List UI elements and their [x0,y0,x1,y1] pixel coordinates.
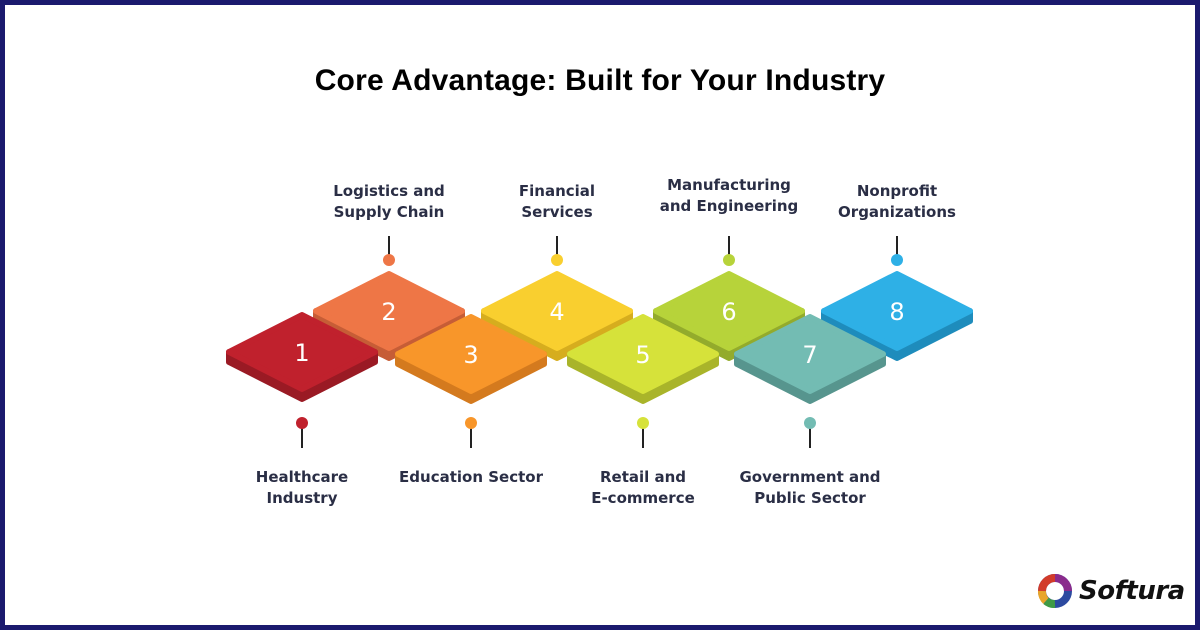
step-label-line1: Healthcare [255,468,349,486]
step-label-line1: Nonprofit [856,182,938,200]
step-label-3: Education Sector [381,467,561,488]
step-pin-5 [637,417,649,448]
step-pin-1 [296,417,308,448]
step-label-line1: Financial [518,182,596,200]
step-pin-8 [891,236,903,266]
step-pin-4 [551,236,563,266]
step-tile-3: 3 [395,314,547,404]
step-tile-1: 1 [226,312,378,402]
step-number: 3 [463,341,478,369]
step-label-line1: Education Sector [399,468,543,486]
step-number: 1 [294,339,309,367]
step-label-line2: Supply Chain [333,203,445,221]
step-label-line2: Organizations [838,203,956,221]
step-label-line1: Logistics and [333,182,445,200]
step-pin-2 [383,236,395,266]
step-pin-7 [804,417,816,448]
step-tile-8: 8 [821,271,973,361]
step-label-line1: Government and [739,468,881,486]
step-number: 4 [549,298,564,326]
step-number: 2 [381,298,396,326]
step-pin-3 [465,417,477,448]
step-label-line2: Industry [266,489,338,507]
step-number: 5 [635,341,650,369]
step-label-line2: and Engineering [659,197,799,215]
step-label-line1: Retail and [599,468,687,486]
step-label-line1: Manufacturing [667,176,791,194]
brand-name: Softura [1079,576,1185,606]
step-number: 7 [802,341,817,369]
step-label-line2: Services [521,203,593,221]
step-label-line2: E-commerce [591,489,695,507]
step-tile-5: 5 [567,314,719,404]
swirl-ring-logo-icon [1038,574,1072,608]
step-number: 6 [721,298,736,326]
step-number: 8 [889,298,904,326]
step-pin-6 [723,236,735,266]
step-label-line2: Public Sector [754,489,866,507]
step-label-6: Manufacturing and Engineering [639,175,819,217]
brand-logo: Softura [1038,574,1185,608]
step-tile-7: 7 [734,314,886,404]
page-title: Core Advantage: Built for Your Industry [314,64,886,97]
